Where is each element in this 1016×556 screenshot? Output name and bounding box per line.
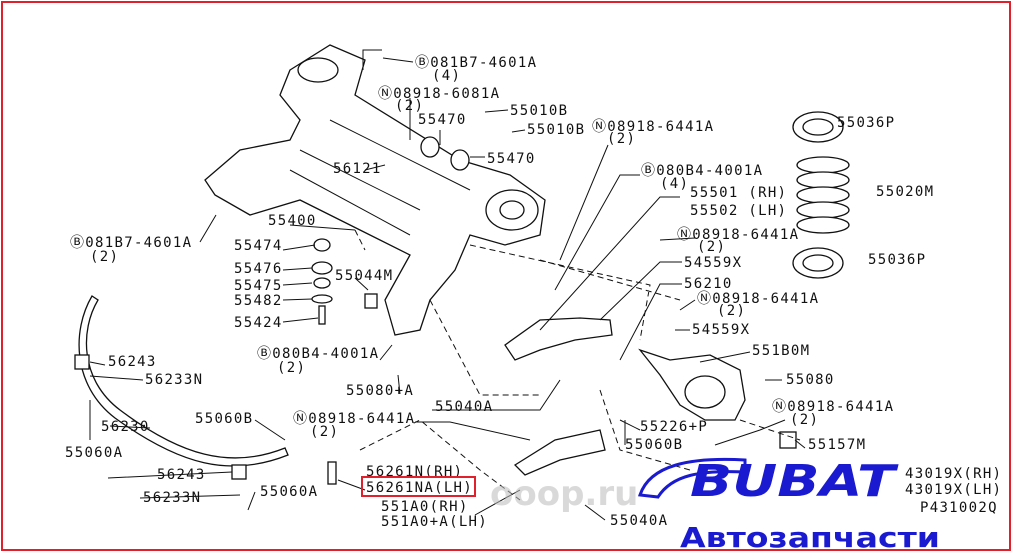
label-55080: 55080 — [786, 372, 835, 388]
label-08918-6441a: Ⓝ08918-6441A — [697, 291, 819, 307]
label-qty: (2) — [607, 131, 636, 147]
label-54559x: 54559X — [692, 322, 750, 338]
brand-subtitle: Автозапчасти — [680, 521, 940, 554]
bushing-56243-b[interactable] — [231, 464, 247, 480]
label-551a0a: 551A0+A(LH) — [381, 514, 488, 530]
label-55470: 55470 — [418, 112, 467, 128]
bushing-55157m[interactable] — [779, 431, 797, 449]
brand-name: BUBAT — [690, 456, 899, 507]
label-08918-6441a: Ⓝ08918-6441A — [772, 399, 894, 415]
label-56121: 56121 — [333, 161, 382, 177]
brand-logo: BUBAT Автозапчасти — [637, 456, 940, 554]
label-55010b: 55010B — [527, 122, 585, 138]
label-55470: 55470 — [487, 151, 536, 167]
label-55036p: 55036P — [868, 252, 926, 268]
label-55501: 55501 (RH) — [690, 185, 787, 201]
label-qty: (2) — [277, 360, 306, 376]
label-56261na[interactable]: 56261NA(LH) — [366, 480, 473, 496]
label-43019x-lh: 43019X(LH) — [905, 482, 1002, 498]
label-56233n: 56233N — [145, 372, 203, 388]
label-55060a: 55060A — [260, 484, 318, 500]
mount-stack[interactable] — [311, 238, 378, 325]
watermark: ооор.ru — [490, 474, 638, 514]
label-55502: 55502 (LH) — [690, 203, 787, 219]
label-080b4-4001a: Ⓑ080B4-4001A — [257, 346, 379, 362]
label-55424: 55424 — [234, 315, 283, 331]
car-logo-icon — [637, 457, 747, 499]
label-56230: 56230 — [101, 419, 150, 435]
label-55044m: 55044M — [335, 268, 393, 284]
label-55010b: 55010B — [510, 103, 568, 119]
label-54559x: 54559X — [684, 255, 742, 271]
label-56243: 56243 — [157, 467, 206, 483]
spring-seat-55036p-lower[interactable] — [792, 247, 844, 279]
label-080b4-4001a: Ⓑ080B4-4001A — [641, 163, 763, 179]
label-56233n: 56233N — [143, 490, 201, 506]
label-qty: (2) — [310, 424, 339, 440]
highlight-box — [361, 476, 476, 497]
label-55060a: 55060A — [65, 445, 123, 461]
label-55080a: 55080+A — [346, 383, 414, 399]
label-081b7-4601a-top: Ⓑ081B7-4601A — [415, 55, 537, 71]
label-08918-6441a: Ⓝ08918-6441A — [293, 411, 415, 427]
label-55482: 55482 — [234, 293, 283, 309]
bushing-56243[interactable] — [74, 354, 90, 370]
label-55474: 55474 — [234, 238, 283, 254]
stabilizer-link[interactable] — [327, 461, 337, 485]
label-qty: (2) — [790, 412, 819, 428]
label-081b7-4601a-left: Ⓑ081B7-4601A — [70, 235, 192, 251]
label-55040a: 55040A — [610, 513, 668, 529]
label-55036p: 55036P — [837, 115, 895, 131]
diagram-ref: P431002Q — [920, 500, 998, 516]
label-55475: 55475 — [234, 278, 283, 294]
label-55226p: 55226+P — [640, 419, 708, 435]
label-qty: (2) — [90, 249, 119, 265]
upper-link-55501[interactable] — [504, 317, 613, 361]
label-43019x-rh: 43019X(RH) — [905, 466, 1002, 482]
label-08918-6441a: Ⓝ08918-6441A — [677, 227, 799, 243]
label-56210: 56210 — [684, 276, 733, 292]
crossmember-55400[interactable] — [204, 44, 546, 336]
spring-seat-55036p-upper[interactable] — [792, 111, 844, 143]
label-qty: (2) — [717, 303, 746, 319]
label-55020m: 55020M — [876, 184, 934, 200]
label-qty: (4) — [432, 68, 461, 84]
label-qty: (2) — [395, 98, 424, 114]
label-qty: (4) — [660, 176, 689, 192]
coil-spring-55020m[interactable] — [796, 156, 850, 234]
label-08918-6081a: Ⓝ08918-6081A — [378, 86, 500, 102]
label-55476: 55476 — [234, 261, 283, 277]
link-551a0[interactable] — [513, 429, 606, 476]
label-55060b: 55060B — [195, 411, 253, 427]
label-56243: 56243 — [108, 354, 157, 370]
stabilizer-bar-56230[interactable] — [78, 295, 289, 467]
label-qty: (2) — [697, 239, 726, 255]
label-55040a: 55040A — [435, 399, 493, 415]
label-55157m: 55157M — [808, 437, 866, 453]
label-08918-6441a: Ⓝ08918-6441A — [592, 119, 714, 135]
label-55400: 55400 — [268, 213, 317, 229]
label-55060b: 55060B — [625, 437, 683, 453]
bushing-55470[interactable] — [420, 136, 470, 171]
label-551a0: 551A0(RH) — [381, 499, 469, 515]
label-551b0m: 551B0M — [752, 343, 810, 359]
